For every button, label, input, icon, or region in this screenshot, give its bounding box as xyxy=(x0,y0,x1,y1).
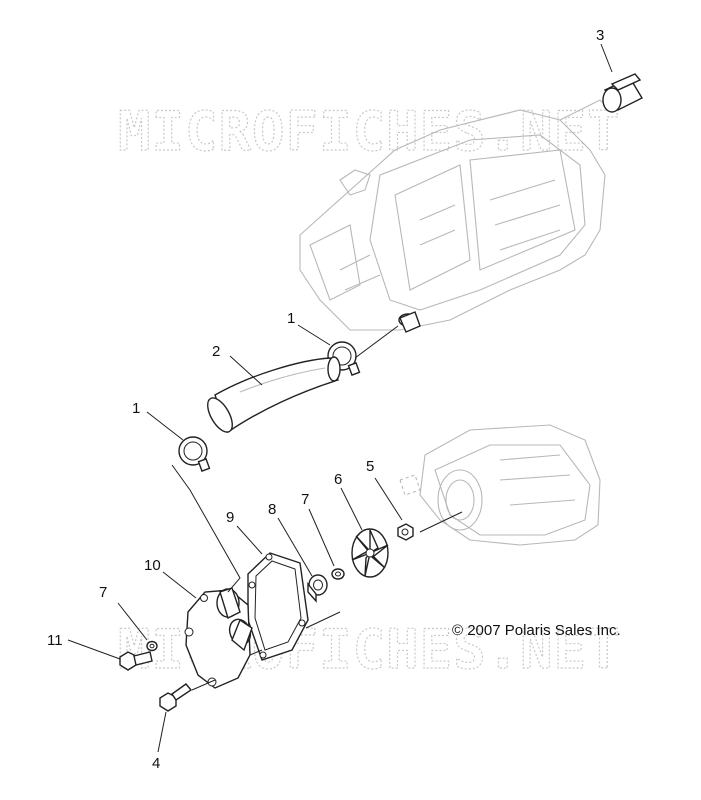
part-8-seal xyxy=(277,517,328,603)
callout-8: 8 xyxy=(268,501,276,518)
callout-4: 4 xyxy=(152,755,160,772)
copyright-notice: © 2007 Polaris Sales Inc. xyxy=(452,622,621,639)
part-10-pump-cover xyxy=(162,571,253,689)
part-2-hose xyxy=(207,355,341,434)
callout-11: 11 xyxy=(47,632,63,649)
watermark-top: MICROFICHES.NET xyxy=(118,100,621,163)
part-5-nut xyxy=(374,477,414,541)
assembly-lines xyxy=(171,325,463,691)
callout-2: 2 xyxy=(212,343,220,360)
cylinder-head-outline xyxy=(299,99,611,331)
part-7-lower-washer xyxy=(117,602,158,652)
callout-7-lower: 7 xyxy=(99,584,107,601)
crankcase-outline xyxy=(399,424,601,546)
callout-6: 6 xyxy=(334,471,342,488)
part-11-bolt xyxy=(67,639,153,671)
callout-1-upper: 1 xyxy=(287,310,295,327)
part-7-upper-washer xyxy=(308,508,345,580)
callout-3: 3 xyxy=(596,27,604,44)
head-outlet-fitting xyxy=(398,311,421,333)
callout-9: 9 xyxy=(226,509,234,526)
part-4-bolt xyxy=(157,683,193,753)
callout-7-upper: 7 xyxy=(301,491,309,508)
callout-1-lower: 1 xyxy=(132,400,140,417)
callout-10: 10 xyxy=(144,557,161,574)
part-3-plug xyxy=(600,43,643,113)
part-6-impeller xyxy=(340,487,389,578)
part-1-lower-clamp xyxy=(146,411,211,472)
callout-5: 5 xyxy=(366,458,374,475)
